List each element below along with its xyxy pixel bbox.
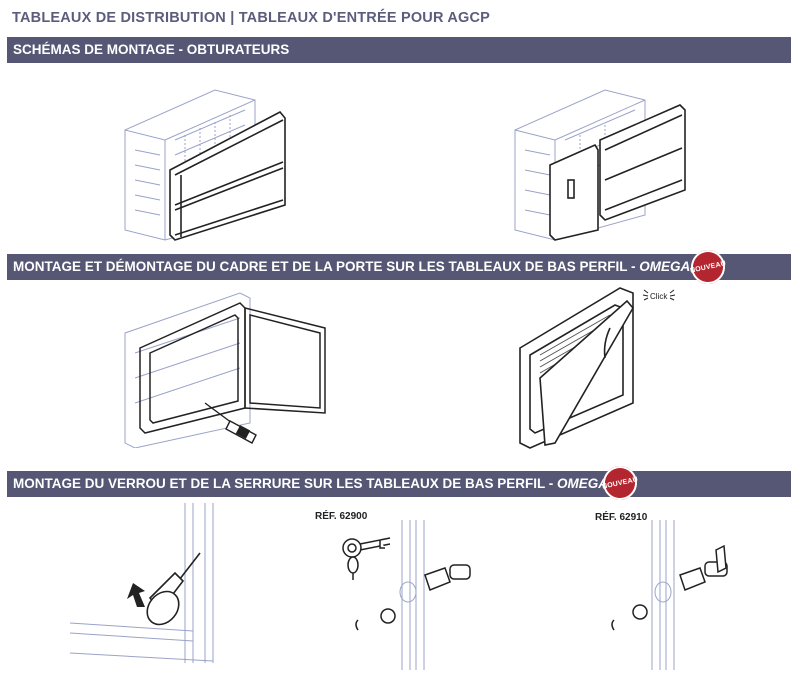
illustration-obturateur-right bbox=[514, 89, 686, 241]
section-title: SCHÉMAS DE MONTAGE - OBTURATEURS bbox=[13, 42, 290, 57]
nouveau-badge: NOUVEAU bbox=[599, 462, 641, 504]
page-title: TABLEAUX DE DISTRIBUTION | TABLEAUX D'EN… bbox=[12, 10, 491, 26]
section-header-obturateurs: SCHÉMAS DE MONTAGE - OBTURATEURS bbox=[7, 37, 791, 63]
illustration-verrou-tournevis bbox=[69, 503, 214, 663]
illustration-cadre-demontage bbox=[124, 292, 326, 448]
ref-label-62910: RÉF. 62910 bbox=[595, 512, 648, 523]
section-title: MONTAGE DU VERROU ET DE LA SERRURE SUR L… bbox=[13, 476, 558, 491]
nouveau-badge: NOUVEAU bbox=[687, 246, 729, 288]
section-header-cadre-porte: MONTAGE ET DÉMONTAGE DU CADRE ET DE LA P… bbox=[7, 254, 791, 280]
illustration-serrure-cle bbox=[342, 520, 471, 670]
illustration-verrou-62910 bbox=[611, 520, 728, 670]
section-title-product: OMEGA bbox=[639, 259, 691, 274]
click-sparkle-icon bbox=[642, 289, 676, 301]
section-title: MONTAGE ET DÉMONTAGE DU CADRE ET DE LA P… bbox=[13, 259, 640, 274]
illustration-obturateur-left bbox=[124, 89, 286, 241]
click-label: Click bbox=[650, 292, 668, 301]
ref-label-62900: RÉF. 62900 bbox=[315, 511, 368, 522]
section-title-product: OMEGA bbox=[557, 476, 609, 491]
illustration-porte-click bbox=[519, 287, 634, 449]
section-header-verrou-serrure: MONTAGE DU VERROU ET DE LA SERRURE SUR L… bbox=[7, 471, 791, 497]
